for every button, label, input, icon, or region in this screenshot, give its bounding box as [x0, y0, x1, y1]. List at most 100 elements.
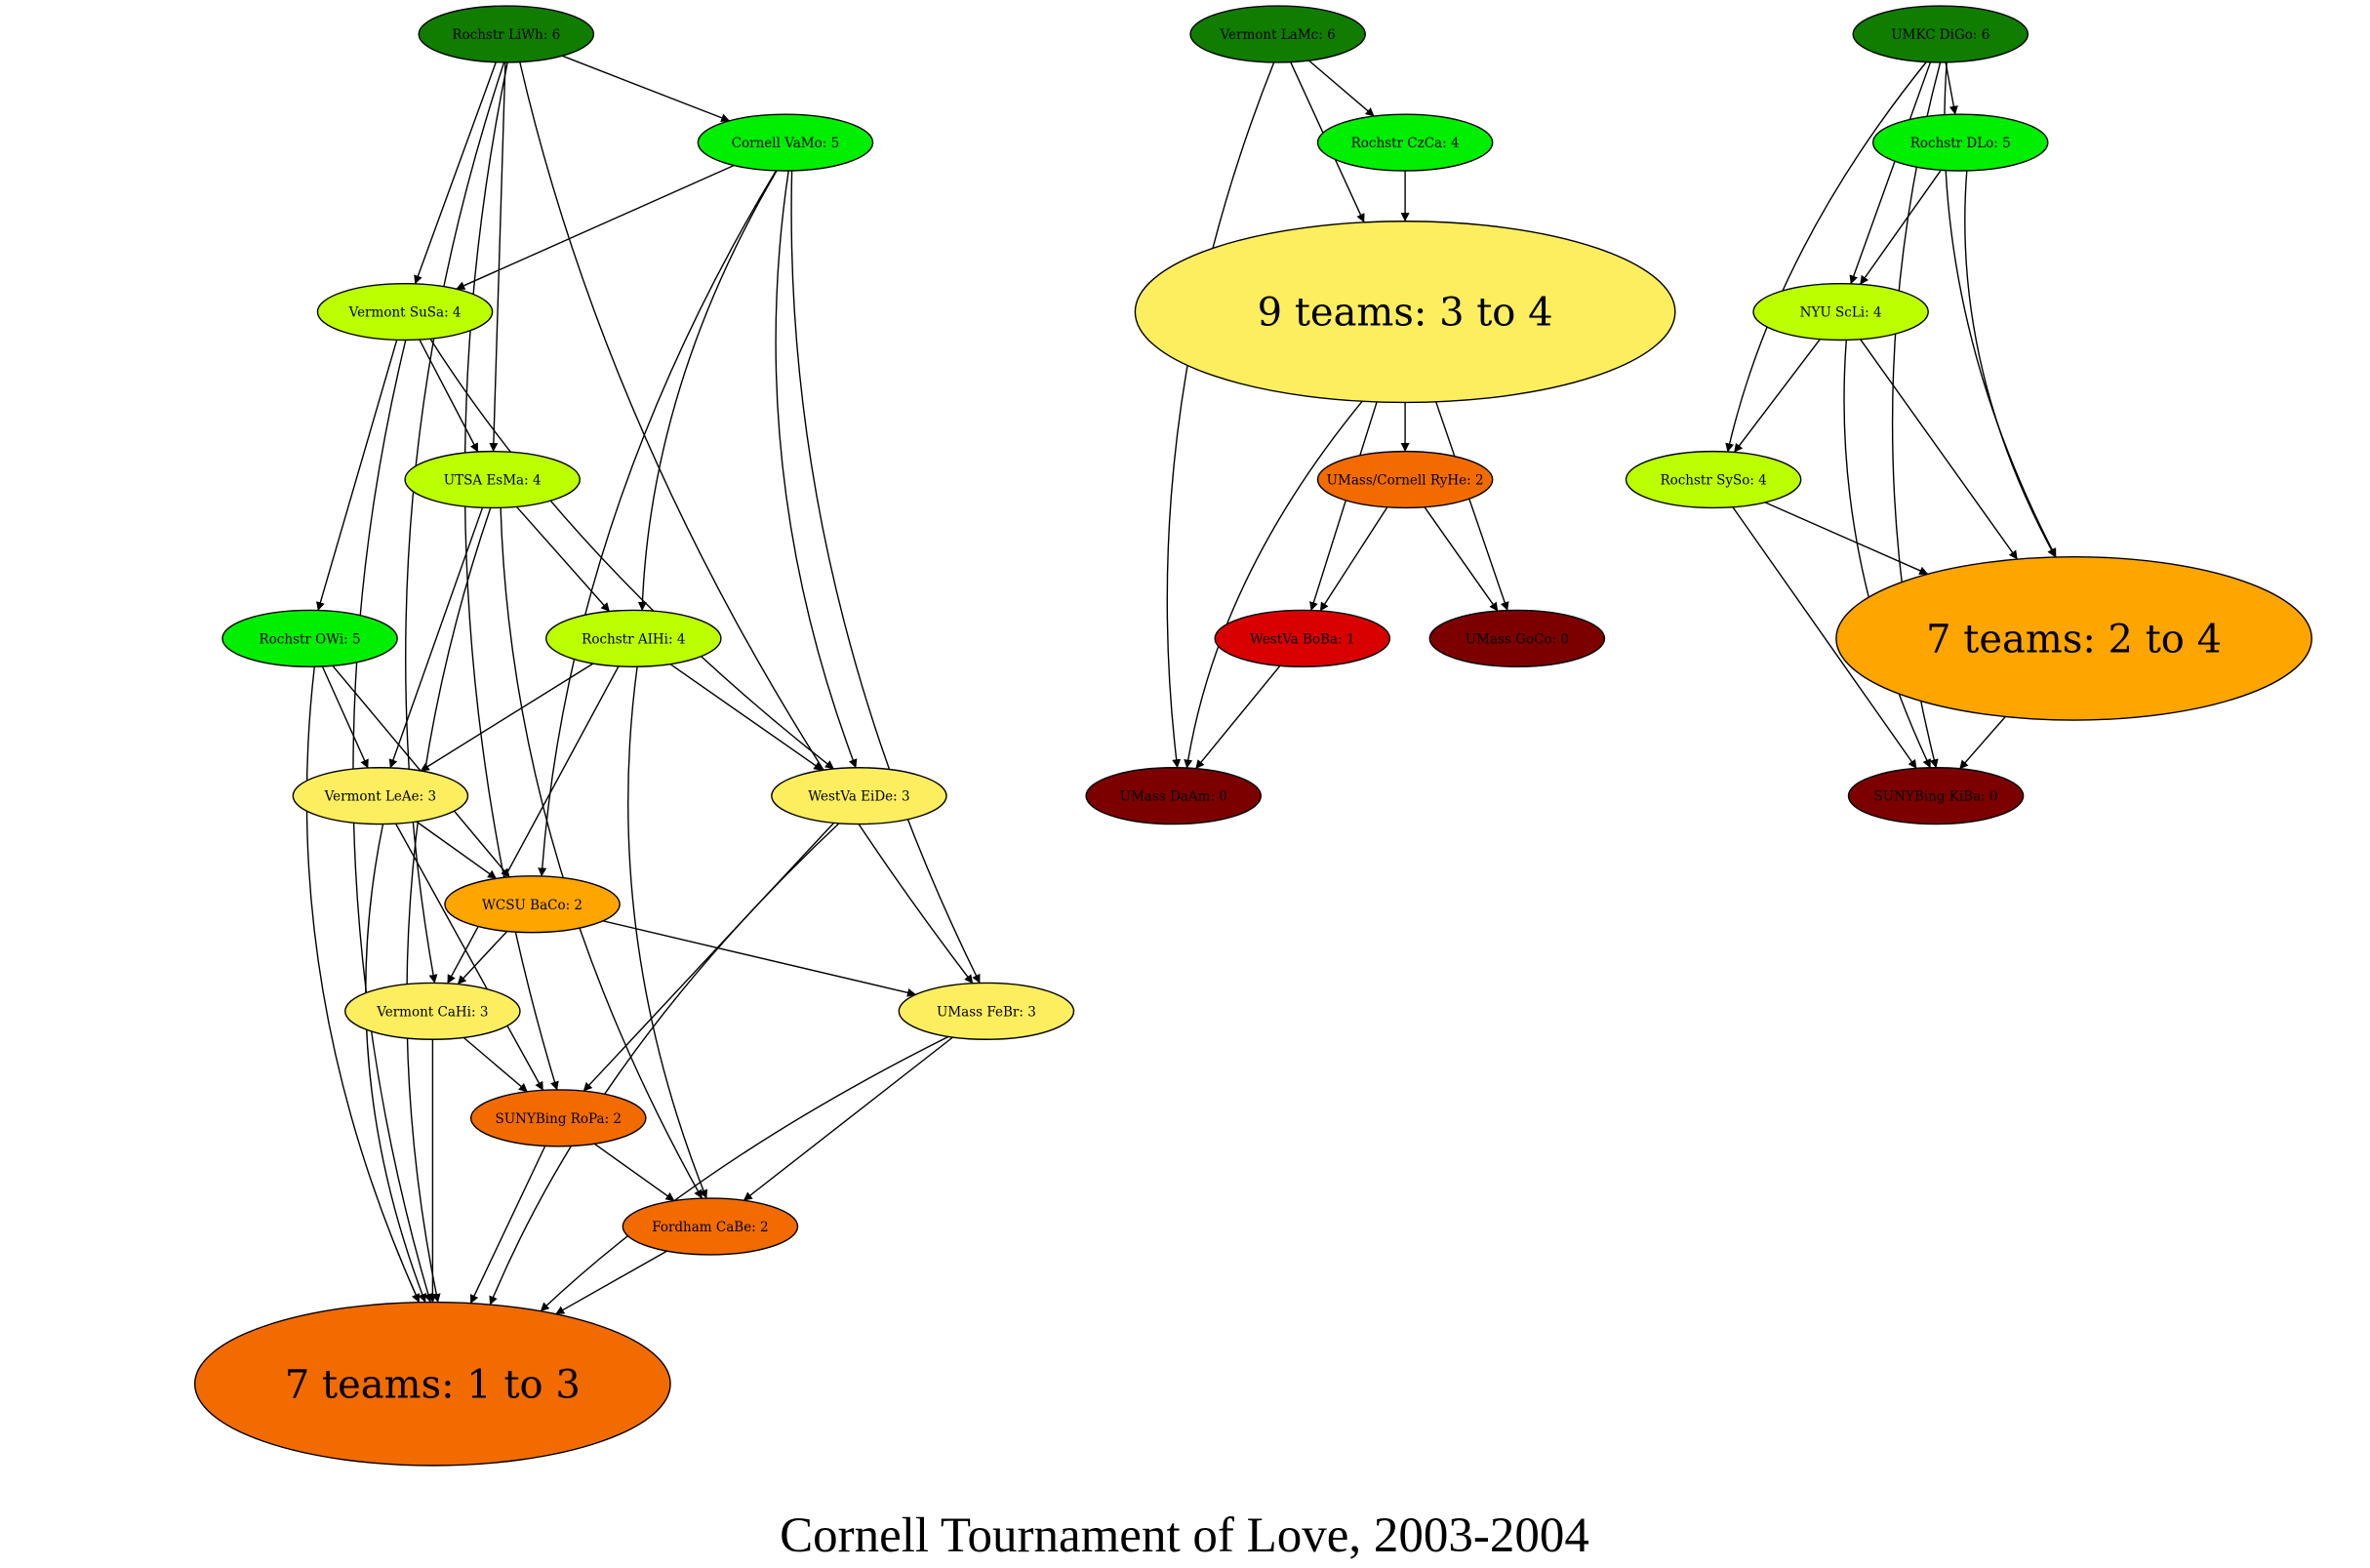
edge-umass_cornell_ryhe-to-westva_boba: [1319, 506, 1388, 612]
node-label-sunybing_ropa: SUNYBing RoPa: 2: [496, 1111, 622, 1127]
node-shape-cluster_2to4: [1835, 555, 2312, 721]
node-utsa_esma: UTSA EsMa: 4: [404, 450, 581, 509]
node-shape-vermont_lamc: [1189, 5, 1366, 63]
node-label-rochstr_syso: Rochstr SySo: 4: [1660, 473, 1766, 489]
node-label-westva_eide: WestVa EiDe: 3: [808, 789, 909, 805]
node-shape-utsa_esma: [404, 450, 581, 509]
node-wcsu_baco: WCSU BaCo: 2: [444, 875, 621, 934]
node-shape-vermont_cahi: [344, 982, 521, 1040]
node-label-umkc_digo: UMKC DiGo: 6: [1891, 27, 1989, 43]
edge-vermont_susa-to-westva_eide: [429, 338, 834, 770]
edge-cornell_vamo-to-vermont_susa: [456, 164, 735, 290]
node-westva_eide: WestVa EiDe: 3: [771, 767, 947, 825]
edge-utsa_esma-to-rochstr_aihi: [515, 505, 611, 613]
node-rochstr_aihi: Rochstr AIHi: 4: [544, 609, 722, 667]
edge-sunybing_ropa-to-fordham_cabe: [593, 1143, 675, 1202]
node-shape-wcsu_baco: [444, 875, 621, 934]
edge-vermont_lamc-to-umass_daam: [1166, 61, 1275, 769]
edge-vermont_leae-to-cluster_1to3: [365, 824, 427, 1304]
edge-cornell_vamo-to-westva_eide: [775, 170, 858, 769]
edge-cornell_vamo-to-wcsu_baco: [538, 170, 777, 877]
edge-vermont_cahi-to-sunybing_ropa: [462, 1036, 528, 1093]
node-label-umass_daam: UMass DaAm: 0: [1120, 789, 1227, 805]
node-shape-vermont_susa: [316, 282, 494, 342]
edge-umkc_digo-to-nyu_scli: [1849, 61, 1932, 285]
node-nyu_scli: NYU ScLi: 4: [1752, 282, 1929, 342]
edge-wcsu_baco-to-vermont_cahi: [457, 931, 508, 985]
node-shape-westva_eide: [771, 767, 947, 825]
edge-westva_eide-to-cluster_1to3: [489, 823, 840, 1306]
node-shape-westva_boba: [1214, 609, 1391, 667]
node-label-vermont_cahi: Vermont CaHi: 3: [376, 1004, 488, 1020]
edge-vermont_susa-to-rochstr_owi: [316, 340, 398, 612]
node-westva_boba: WestVa BoBa: 1: [1214, 609, 1391, 667]
node-label-cluster_1to3: 7 teams: 1 to 3: [285, 1362, 581, 1407]
node-label-umass_cornell_ryhe: UMass/Cornell RyHe: 2: [1327, 473, 1484, 489]
node-cluster_1to3: 7 teams: 1 to 3: [193, 1301, 671, 1467]
edge-umass_febr-to-cluster_1to3: [540, 1035, 949, 1312]
node-shape-rochstr_liwh: [418, 5, 595, 63]
edges-layer: [305, 55, 2057, 1315]
node-fordham_cabe: Fordham CaBe: 2: [622, 1197, 799, 1256]
node-label-rochstr_aihi: Rochstr AIHi: 4: [582, 631, 685, 647]
edge-rochstr_liwh-to-sunybing_ropa: [463, 61, 559, 1091]
edge-westva_boba-to-umass_daam: [1195, 664, 1281, 770]
node-vermont_cahi: Vermont CaHi: 3: [344, 982, 521, 1040]
node-shape-sunybing_ropa: [469, 1089, 647, 1147]
node-label-vermont_susa: Vermont SuSa: 4: [348, 305, 462, 321]
edge-cluster_3to4-to-umass_daam: [1184, 400, 1363, 769]
node-shape-umass_cornell_ryhe: [1316, 450, 1494, 509]
edge-rochstr_liwh-to-vermont_susa: [414, 61, 497, 285]
node-label-cluster_3to4: 9 teams: 3 to 4: [1258, 291, 1553, 336]
node-label-nyu_scli: NYU ScLi: 4: [1800, 305, 1882, 321]
node-label-cluster_2to4: 7 teams: 2 to 4: [1926, 617, 2222, 662]
node-shape-umkc_digo: [1852, 5, 2029, 63]
node-sunybing_ropa: SUNYBing RoPa: 2: [469, 1089, 647, 1147]
node-rochstr_liwh: Rochstr LiWh: 6: [418, 5, 595, 63]
node-label-umass_febr: UMass FeBr: 3: [937, 1004, 1036, 1020]
edge-nyu_scli-to-rochstr_syso: [1733, 339, 1821, 453]
edge-utsa_esma-to-cluster_1to3: [406, 507, 492, 1304]
node-shape-cluster_3to4: [1134, 221, 1676, 404]
edge-rochstr_liwh-to-cornell_vamo: [561, 55, 731, 122]
edge-umkc_digo-to-rochstr_dlo: [1945, 61, 1958, 115]
node-vermont_susa: Vermont SuSa: 4: [316, 282, 494, 342]
node-label-rochstr_czca: Rochstr CzCa: 4: [1351, 136, 1460, 151]
node-label-utsa_esma: UTSA EsMa: 4: [444, 473, 542, 489]
edge-cornell_vamo-to-umass_febr: [790, 170, 981, 984]
edge-cluster_3to4-to-westva_boba: [1309, 401, 1378, 612]
edge-rochstr_syso-to-cluster_2to4: [1764, 502, 1929, 575]
edge-utsa_esma-to-vermont_leae: [388, 507, 484, 769]
node-shape-vermont_leae: [292, 767, 469, 825]
node-vermont_leae: Vermont LeAe: 3: [292, 767, 469, 825]
edge-rochstr_liwh-to-vermont_cahi: [405, 61, 505, 984]
edge-nyu_scli-to-sunybing_kiba: [1843, 340, 1932, 769]
edge-fordham_cabe-to-cluster_1to3: [555, 1250, 667, 1315]
node-umass_cornell_ryhe: UMass/Cornell RyHe: 2: [1316, 450, 1494, 509]
node-label-vermont_lamc: Vermont LaMc: 6: [1220, 27, 1336, 43]
edge-nyu_scli-to-cluster_2to4: [1860, 339, 2019, 560]
edge-vermont_susa-to-utsa_esma: [419, 339, 479, 453]
edge-umass_cornell_ryhe-to-umass_goco: [1424, 506, 1499, 612]
edge-rochstr_dlo-to-cluster_2to4: [1964, 170, 2057, 558]
edge-rochstr_aihi-to-fordham_cabe: [627, 666, 708, 1199]
node-cluster_3to4: 9 teams: 3 to 4: [1134, 221, 1676, 404]
node-umass_febr: UMass FeBr: 3: [898, 982, 1075, 1040]
node-label-rochstr_dlo: Rochstr DLo: 5: [1910, 136, 2011, 151]
node-label-westva_boba: WestVa BoBa: 1: [1250, 631, 1354, 647]
node-label-cornell_vamo: Cornell VaMo: 5: [732, 136, 839, 151]
node-shape-umass_febr: [898, 982, 1075, 1040]
node-label-rochstr_liwh: Rochstr LiWh: 6: [452, 27, 560, 43]
node-label-rochstr_owi: Rochstr OWi: 5: [260, 631, 361, 647]
node-shape-rochstr_dlo: [1871, 113, 2049, 172]
node-rochstr_dlo: Rochstr DLo: 5: [1871, 113, 2049, 172]
node-shape-rochstr_czca: [1316, 113, 1494, 172]
edge-cornell_vamo-to-rochstr_aihi: [637, 170, 778, 612]
node-rochstr_owi: Rochstr OWi: 5: [221, 609, 398, 667]
node-rochstr_syso: Rochstr SySo: 4: [1625, 450, 1802, 509]
edge-vermont_leae-to-wcsu_baco: [416, 821, 498, 879]
edge-umkc_digo-to-rochstr_syso: [1725, 61, 1927, 453]
edge-rochstr_aihi-to-vermont_leae: [420, 663, 594, 772]
node-shape-cluster_1to3: [193, 1301, 671, 1467]
